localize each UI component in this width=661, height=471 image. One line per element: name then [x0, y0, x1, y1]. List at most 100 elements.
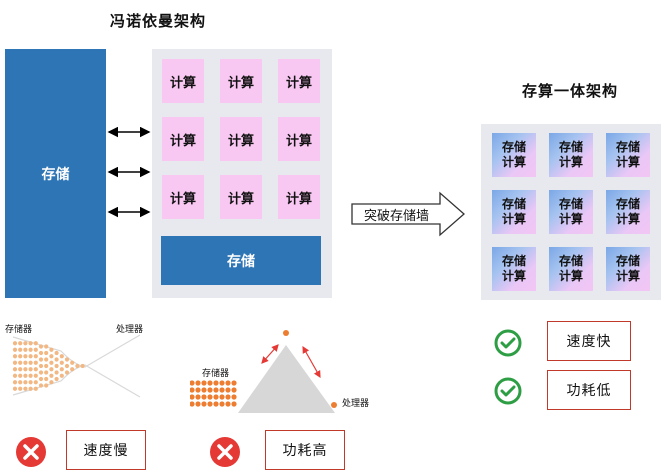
memory-dot — [207, 401, 213, 407]
vn-storage-label: 存储 — [41, 166, 70, 183]
bottleneck-funnel-graphic — [12, 334, 141, 398]
memory-dot — [38, 370, 44, 375]
memory-dot — [190, 380, 195, 386]
memory-dot — [18, 341, 23, 346]
memory-dot — [18, 367, 23, 372]
compute-label: 计算 — [169, 75, 196, 91]
memory-dot — [195, 394, 201, 400]
good-power-label: 功耗低 — [566, 383, 612, 399]
memory-dot — [195, 401, 201, 407]
im-cell: 存储计算 — [549, 190, 593, 234]
memory-dot — [219, 394, 225, 400]
memory-dot — [12, 367, 18, 372]
im-cell: 存储计算 — [492, 247, 536, 291]
memory-dot — [12, 386, 18, 391]
memory-dot — [33, 360, 38, 365]
im-cell-bottom: 计算 — [558, 155, 583, 169]
cross-icon — [210, 437, 240, 467]
good-speed-label: 速度快 — [566, 334, 612, 350]
memory-dot — [18, 380, 23, 385]
memory-dot — [44, 376, 49, 382]
triangle-memory-label: 存储器 — [202, 369, 230, 379]
memory-dot — [28, 386, 33, 391]
memory-dot — [54, 350, 59, 356]
memory-dot — [38, 383, 44, 388]
memory-dot — [49, 380, 54, 385]
memory-dot — [44, 350, 49, 356]
bad-speed-label: 速度慢 — [83, 443, 129, 459]
compute-cell: 计算 — [278, 117, 320, 161]
im-cell: 存储计算 — [606, 190, 650, 234]
im-panel: 存储计算 存储计算 存储计算 存储计算 存储计算 存储计算 存储计算 存储计算 … — [481, 124, 661, 300]
memory-dot — [54, 370, 59, 375]
memory-dot — [33, 354, 38, 359]
memory-dot — [225, 387, 231, 393]
compute-label: 计算 — [169, 133, 196, 149]
memory-dot — [201, 394, 207, 400]
im-cell-top: 存储 — [615, 254, 640, 268]
memory-dot — [225, 401, 231, 407]
im-cell: 存储计算 — [492, 133, 536, 177]
vn-compute-panel: 计算 计算 计算 计算 计算 计算 计算 计算 计算 — [152, 49, 332, 298]
memory-dot — [59, 373, 64, 378]
im-cell: 存储计算 — [549, 247, 593, 291]
memory-dot — [201, 380, 207, 386]
memory-dot — [201, 401, 207, 407]
memory-dot — [70, 367, 75, 372]
memory-dot — [33, 341, 38, 346]
im-cell-bottom: 计算 — [615, 212, 640, 226]
check-icon — [494, 377, 522, 405]
bad-power-label: 功耗高 — [282, 443, 328, 459]
memory-dot — [44, 383, 49, 388]
block-arrow-icon — [351, 191, 465, 237]
compute-label: 计算 — [227, 191, 254, 207]
memory-dot — [49, 360, 54, 365]
im-cell-bottom: 计算 — [501, 155, 526, 169]
memory-dot — [28, 354, 33, 359]
im-cell-bottom: 计算 — [558, 269, 583, 283]
compute-cell: 计算 — [220, 175, 262, 219]
memory-dot — [75, 363, 80, 369]
memory-dot — [59, 367, 64, 372]
im-cell-top: 存储 — [558, 140, 583, 154]
im-cell-bottom: 计算 — [615, 155, 640, 169]
memory-dot — [213, 387, 219, 393]
im-cell-bottom: 计算 — [615, 269, 640, 283]
compute-cell: 计算 — [162, 117, 204, 161]
memory-dot — [33, 367, 38, 372]
bad-power-box: 功耗高 — [265, 430, 345, 470]
funnel-processor-label: 处理器 — [116, 325, 144, 335]
memory-dot — [38, 350, 44, 356]
memory-dot — [195, 387, 201, 393]
memory-dot — [38, 363, 44, 369]
memory-dot — [213, 394, 219, 400]
memory-dot — [23, 354, 28, 359]
memory-dot — [12, 373, 18, 378]
memory-dot — [49, 347, 54, 352]
vn-bottom-storage: 存储 — [161, 236, 321, 285]
compute-cell: 计算 — [162, 59, 204, 103]
memory-dot — [28, 367, 33, 372]
im-cell-top: 存储 — [558, 197, 583, 211]
memory-dot — [23, 373, 28, 378]
memory-dot — [231, 401, 237, 407]
memory-dot — [38, 357, 44, 362]
memory-dot — [59, 354, 64, 359]
memory-dot — [64, 363, 70, 369]
good-power-box: 功耗低 — [547, 370, 631, 410]
im-cell-top: 存储 — [501, 197, 526, 211]
memory-dot — [18, 373, 23, 378]
memory-dot — [219, 401, 225, 407]
memory-dot — [12, 380, 18, 385]
im-cell: 存储计算 — [492, 190, 536, 234]
compute-label: 计算 — [227, 75, 254, 91]
memory-dot — [12, 341, 18, 346]
memory-dot — [23, 380, 28, 385]
memory-dot — [64, 357, 70, 362]
breakthrough-label: 突破存储墙 — [364, 209, 430, 224]
memory-dot — [64, 370, 70, 375]
compute-label: 计算 — [285, 75, 312, 91]
memory-dot — [18, 360, 23, 365]
check-icon — [494, 329, 522, 357]
memory-dot — [225, 380, 231, 386]
